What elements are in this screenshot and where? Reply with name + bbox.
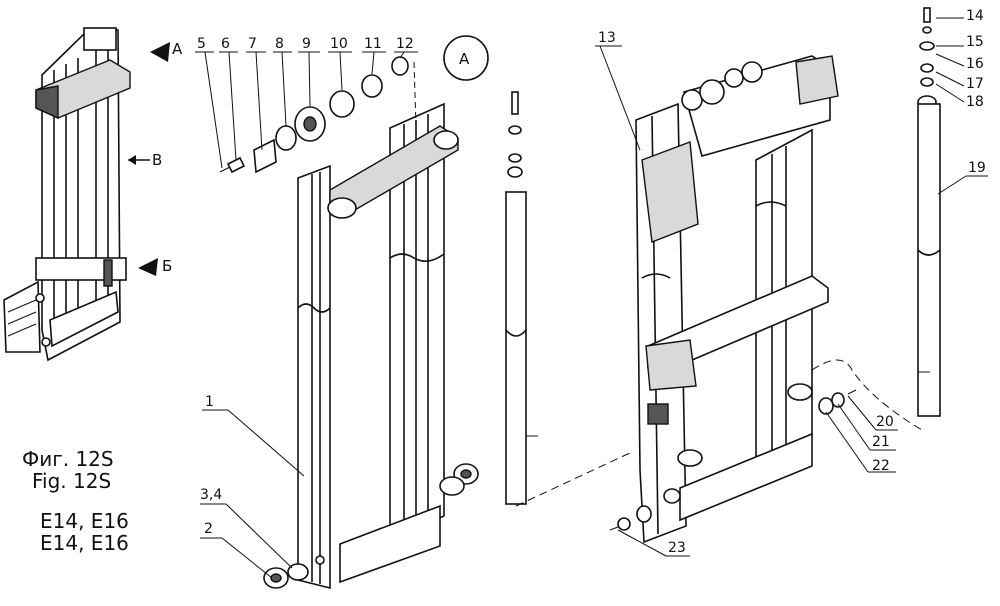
exploded-roller-parts [219,56,417,174]
model-list-ru: E14, E16 [40,509,129,533]
callout-number: 13 [598,30,616,46]
callout-number: 17 [966,76,984,92]
model-list-en: E14, E16 [40,531,129,555]
overview-mast [3,27,131,362]
svg-text:A: A [172,40,183,58]
callout-number: 10 [330,36,348,52]
callout-number: 22 [872,458,890,474]
outer-mast-assembly [297,102,459,590]
view-arrow-b: B [128,151,162,169]
svg-text:B: B [152,151,162,169]
callout-number: 16 [966,56,984,72]
svg-text:Б: Б [162,257,172,275]
view-arrow-a: A [150,40,183,62]
detail-marker-a: A [443,35,489,81]
middle-cylinder [505,91,633,507]
callout-labels: 1 2 3,4 5 6 7 8 9 10 11 12 13 [195,8,988,579]
callout-number: 2 [204,521,213,537]
callout-number: 1 [205,394,214,410]
callout-number: 7 [248,36,257,52]
callout-number: 23 [668,540,686,556]
svg-text:A: A [459,50,470,68]
callout-number: 15 [966,34,984,50]
callout-number: 12 [396,36,414,52]
view-arrow-v: Б [138,257,172,276]
callout-number: 5 [197,36,206,52]
callout-number: 19 [968,160,986,176]
figure-caption-en: Fig. 12S [32,469,112,493]
figure-caption-ru: Фиг. 12S [22,447,114,471]
inner-mast-assembly [609,55,923,544]
callout-number: 18 [966,94,984,110]
callout-number: 3,4 [200,487,222,503]
callout-number: 6 [221,36,230,52]
callout-number: 9 [302,36,311,52]
callout-number: 20 [876,414,894,430]
callout-number: 21 [872,434,890,450]
callout-number: 8 [275,36,284,52]
right-cylinder [917,7,941,417]
lower-rollers [263,463,479,589]
callout-number: 11 [364,36,382,52]
callout-number: 14 [966,8,984,24]
